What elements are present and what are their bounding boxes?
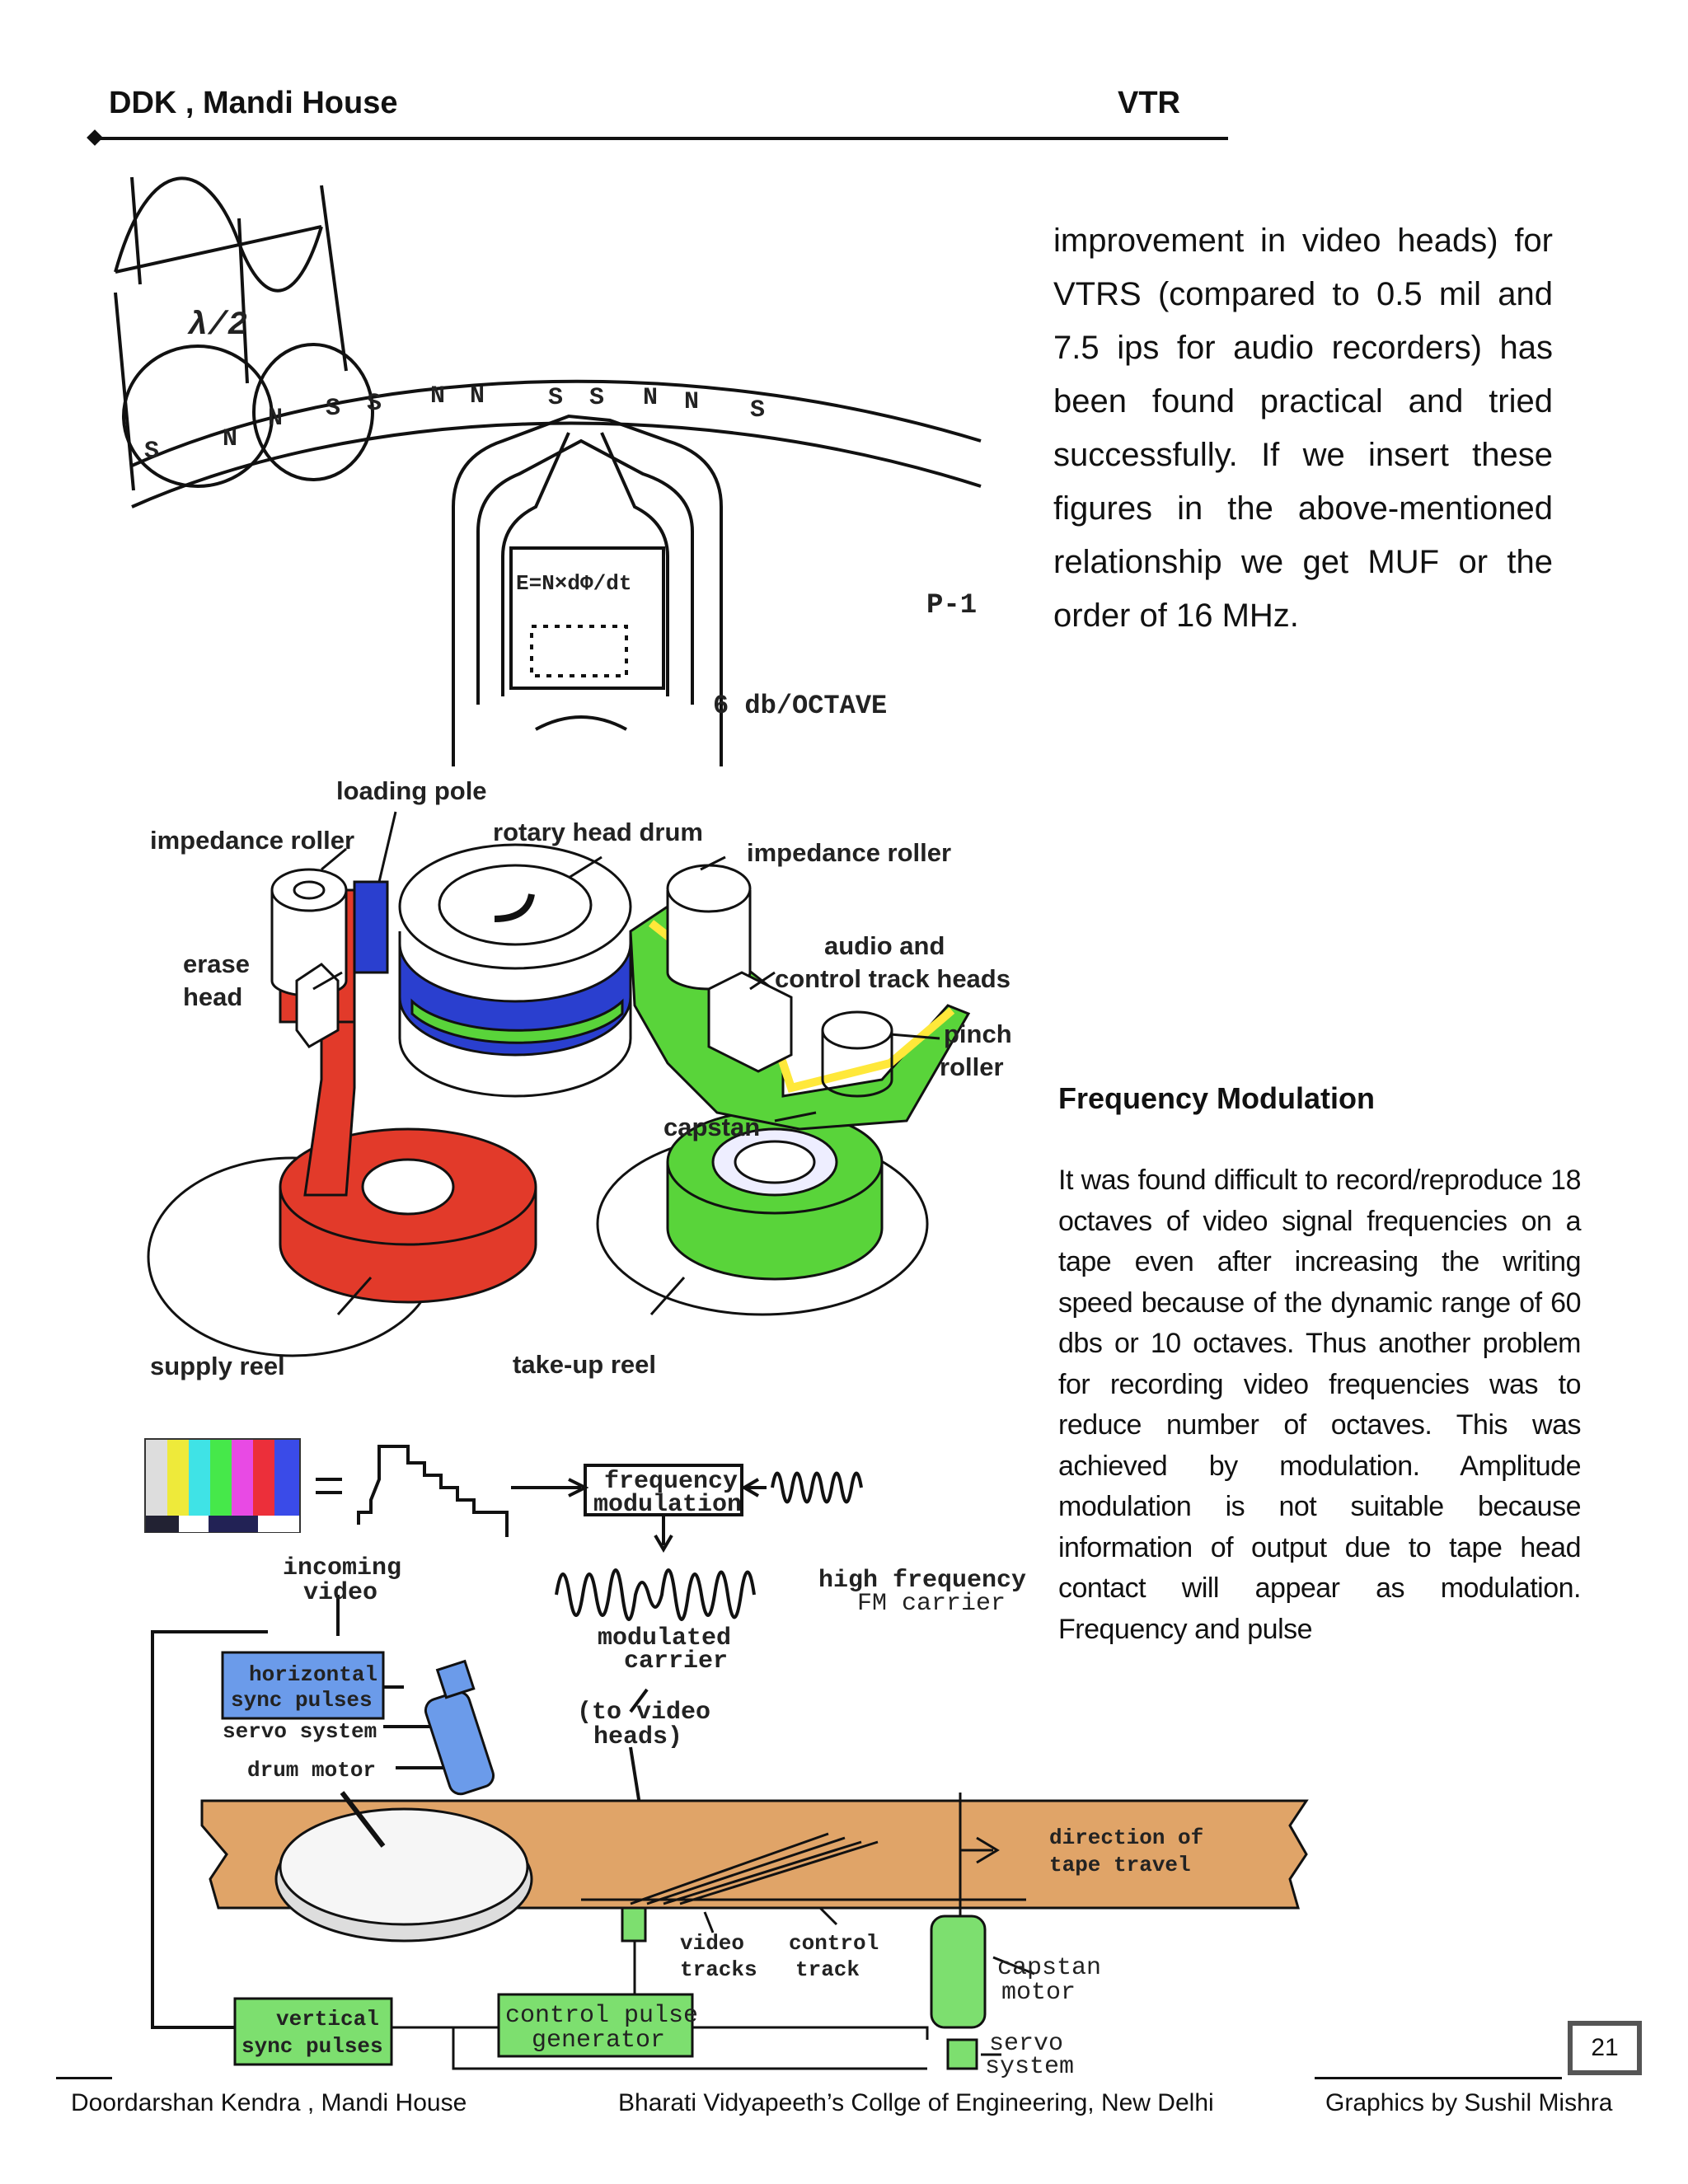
label-mod-4: heads) [593, 1723, 682, 1751]
lambda-label: λ/2 [187, 307, 247, 344]
label-fm-1: frequency [604, 1468, 738, 1496]
label-impedance-roller-left: impedance roller [150, 826, 354, 855]
pole-label: N [223, 425, 237, 453]
label-control-track-2: track [795, 1957, 860, 1982]
color-bars [144, 1438, 301, 1533]
label-audio-heads-2: control track heads [775, 964, 1010, 993]
vsync-box [233, 1997, 393, 2066]
label-cpg-1: control pulse [505, 2002, 698, 2030]
pinch-roller [821, 1010, 893, 1050]
paragraph-2: It was found difficult to record/reprodu… [1058, 1165, 1582, 1645]
flux-loop-2 [252, 343, 374, 481]
label-vsync-1: vertical [276, 2007, 379, 2032]
drum-motor [424, 1690, 495, 1796]
figure-ref: P-1 [926, 590, 977, 621]
pole-label: S [326, 395, 340, 423]
capstan-servo [946, 2038, 978, 2070]
label-incoming-2: video [303, 1579, 377, 1607]
pole-label: S [589, 384, 604, 412]
video-waveform [357, 1445, 509, 1537]
figure-tape-head: λ/2 S N N S S N N S S N N S E=N×dΦ/dt P-… [114, 176, 982, 766]
footer-rule-left [56, 2077, 112, 2079]
label-hsync-1: horizontal [249, 1662, 377, 1687]
audio-head [707, 971, 793, 1073]
label-servo2-2: system [985, 2053, 1074, 2081]
label-takeup-reel: take-up reel [513, 1350, 656, 1379]
page-number: 21 [1568, 2021, 1642, 2075]
header-rule [95, 137, 1228, 140]
header-left: DDK , Mandi House [109, 86, 398, 120]
hsync-box [221, 1651, 385, 1720]
label-pinch-1: pinch [944, 1019, 1012, 1048]
footer-rule-right [1315, 2077, 1562, 2079]
label-hsync-2: sync pulses [231, 1688, 373, 1713]
figure-tape-transport: loading pole impedance roller rotary hea… [147, 776, 1012, 1380]
label-audio-heads-1: audio and [824, 931, 945, 960]
pole-label: S [144, 438, 159, 466]
tape-top [131, 379, 982, 467]
cpg-box [497, 1993, 694, 2058]
head-outer [452, 414, 723, 766]
label-direction-1: direction of [1049, 1825, 1203, 1850]
control-head [621, 1906, 647, 1943]
label-pinch-2: roller [940, 1052, 1004, 1081]
label-drum-motor: drum motor [247, 1758, 376, 1783]
label-hf-1: high frequency [818, 1567, 1026, 1595]
label-supply-reel: supply reel [150, 1352, 285, 1380]
label-loading-pole: loading pole [336, 776, 487, 805]
footer-left: Doordarshan Kendra , Mandi House [71, 2089, 467, 2116]
capstan-motor [930, 1915, 987, 2029]
label-cpg-2: generator [532, 2027, 665, 2055]
figure-fm-servo: incoming video frequency modulation high… [144, 1438, 1309, 2081]
label-control-track-1: control [789, 1931, 879, 1956]
pole-label: N [470, 382, 485, 410]
label-capstan-motor-1: capstan [997, 1954, 1101, 1982]
label-video-tracks-2: tracks [680, 1957, 757, 1982]
label-mod-2: carrier [624, 1647, 728, 1675]
servo-block [435, 1659, 476, 1699]
pole-label: N [684, 388, 699, 416]
label-erase-head-2: head [183, 982, 242, 1011]
pole-label: N [643, 384, 658, 412]
label-mod-3: (to video [577, 1699, 710, 1727]
slope-label: 6 db/OCTAVE [713, 691, 887, 721]
tape-bottom [131, 421, 982, 509]
label-mod-1: modulated [598, 1624, 731, 1652]
label-servo2-1: servo [989, 2030, 1063, 2058]
header-right: VTR [1118, 86, 1180, 120]
sine-wave [114, 176, 323, 293]
pole-label: N [430, 382, 445, 410]
carrier-wave [771, 1471, 863, 1504]
footer-center: Bharati Vidyapeeth’s Collge of Engineeri… [618, 2089, 1214, 2116]
erase-head [295, 963, 340, 1048]
label-impedance-roller-right: impedance roller [747, 838, 951, 867]
section-title: Frequency Modulation [1058, 1081, 1376, 1115]
label-capstan-motor-2: motor [1001, 1979, 1076, 2007]
pole-label: S [548, 384, 563, 412]
label-servo: servo system [223, 1719, 377, 1744]
label-erase-head-1: erase [183, 949, 250, 978]
emf-formula: E=N×dΦ/dt [516, 571, 631, 596]
label-hf-2: FM carrier [857, 1590, 1006, 1618]
label-capstan: capstan [663, 1113, 760, 1141]
modulated-wave [555, 1568, 756, 1621]
label-video-tracks-1: video [680, 1931, 744, 1956]
pole-label: S [750, 396, 765, 424]
pole-label: N [268, 405, 283, 433]
paragraph-1: improvement in video heads) for VTRS (co… [1053, 223, 1553, 634]
label-vsync-2: sync pulses [241, 2034, 383, 2059]
label-fm-2: modulation [593, 1491, 742, 1519]
header-diamond [87, 129, 103, 146]
label-rotary-head-drum: rotary head drum [493, 818, 703, 846]
footer-right: Graphics by Sushil Mishra [1325, 2089, 1613, 2116]
pole-label: S [367, 390, 382, 418]
label-incoming-1: incoming [283, 1554, 401, 1582]
label-direction-2: tape travel [1049, 1853, 1191, 1877]
